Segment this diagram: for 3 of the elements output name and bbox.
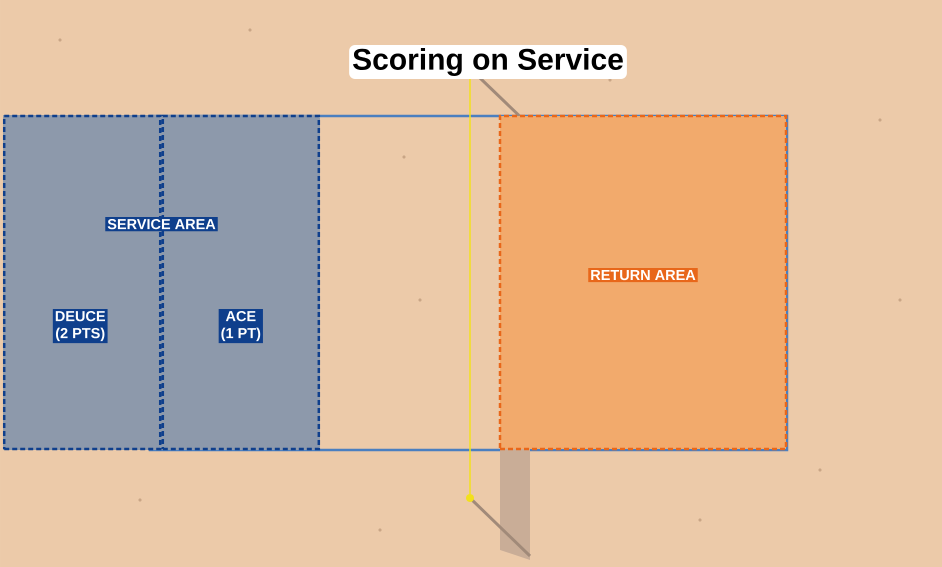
title: Scoring on Service [349, 44, 627, 80]
service-area: DEUCE (2 PTS) ACE (1 PT) SERVICE AREA [2, 114, 320, 450]
return-area: RETURN AREA [498, 114, 788, 450]
